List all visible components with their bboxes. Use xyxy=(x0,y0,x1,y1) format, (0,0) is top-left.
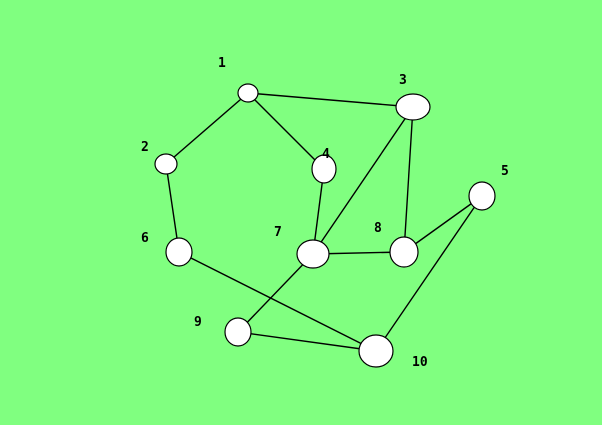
node-label-5: 5 xyxy=(501,164,509,179)
node-label-7: 7 xyxy=(274,225,282,240)
node-label-4: 4 xyxy=(322,147,330,162)
nodes-layer xyxy=(154,83,496,368)
edge-6-10 xyxy=(178,251,377,352)
node-2 xyxy=(154,153,178,175)
node-9 xyxy=(224,317,252,347)
node-label-10: 10 xyxy=(412,355,428,370)
edge-9-10 xyxy=(237,331,377,352)
edge-1-4 xyxy=(247,92,325,170)
labels-layer: 1 2 3 4 5 6 7 8 9 10 xyxy=(141,56,509,370)
node-label-8: 8 xyxy=(374,221,382,236)
edge-1-2 xyxy=(165,92,249,165)
edge-3-7 xyxy=(312,106,414,255)
edge-1-3 xyxy=(247,92,414,108)
node-1 xyxy=(237,83,259,103)
edge-5-10 xyxy=(375,195,483,352)
node-5 xyxy=(468,181,496,211)
node-3 xyxy=(395,93,431,121)
node-label-9: 9 xyxy=(194,315,202,330)
edge-5-8 xyxy=(403,195,483,253)
node-label-2: 2 xyxy=(141,140,149,155)
edge-7-9 xyxy=(237,253,314,333)
node-8 xyxy=(389,236,419,268)
edges-layer xyxy=(165,92,483,352)
edge-3-8 xyxy=(403,106,414,253)
node-label-1: 1 xyxy=(218,56,226,71)
node-7 xyxy=(296,239,330,269)
node-label-3: 3 xyxy=(399,73,407,88)
node-4 xyxy=(311,154,337,184)
node-6 xyxy=(165,237,193,267)
node-label-6: 6 xyxy=(141,231,149,246)
edge-2-6 xyxy=(165,163,180,253)
node-10 xyxy=(358,334,394,368)
